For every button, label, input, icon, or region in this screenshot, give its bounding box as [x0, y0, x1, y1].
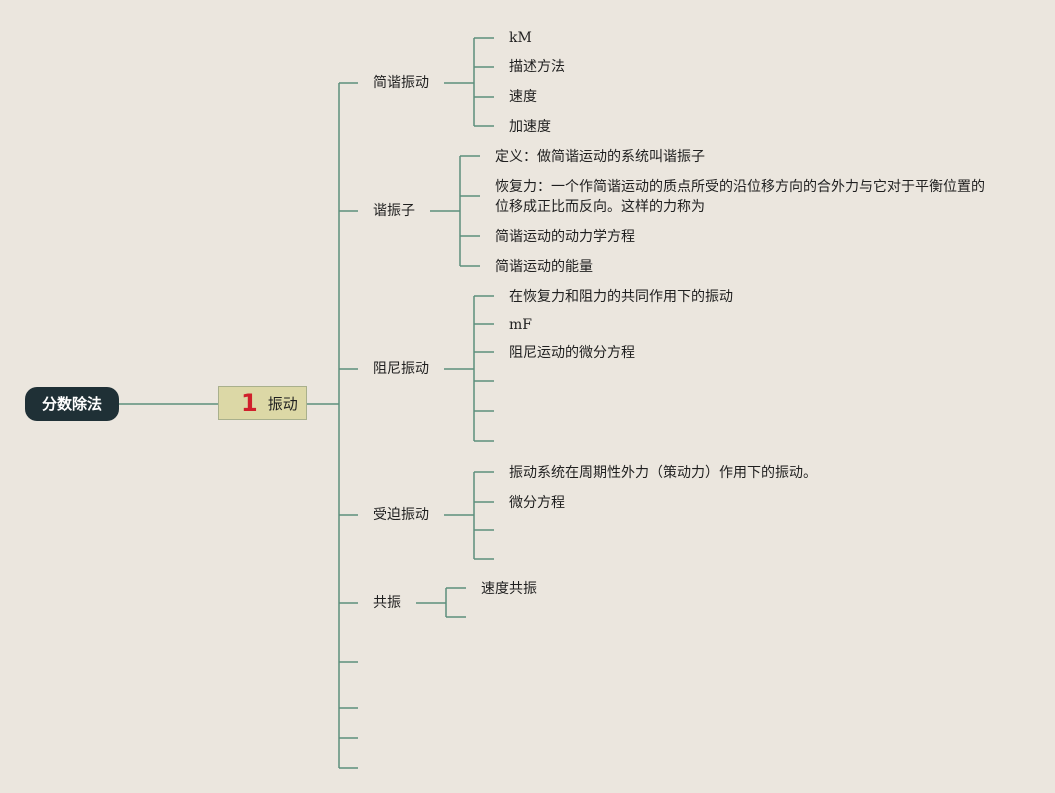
leaf-energy[interactable]: 简谐运动的能量 [495, 259, 593, 275]
branch-resonance[interactable]: 共振 [373, 595, 401, 611]
branch-simple-harmonic[interactable]: 简谐振动 [373, 75, 429, 91]
leaf-acceleration[interactable]: 加速度 [509, 119, 551, 135]
leaf-mf[interactable]: mF [509, 317, 532, 333]
leaf-dynamic-equation[interactable]: 简谐运动的动力学方程 [495, 229, 635, 245]
leaf-km[interactable]: kM [509, 30, 532, 46]
branch-damped-vibration[interactable]: 阻尼振动 [373, 361, 429, 377]
leaf-velocity[interactable]: 速度 [509, 89, 537, 105]
branch-forced-vibration[interactable]: 受迫振动 [373, 507, 429, 523]
leaf-definition[interactable]: 定义：做简谐运动的系统叫谐振子 [495, 149, 705, 165]
branch-harmonic-oscillator[interactable]: 谐振子 [373, 203, 415, 219]
leaf-forced-definition[interactable]: 振动系统在周期性外力（策动力）作用下的振动。 [509, 465, 817, 481]
leaf-description-method[interactable]: 描述方法 [509, 59, 565, 75]
leaf-velocity-resonance[interactable]: 速度共振 [481, 581, 537, 597]
leaf-damped-definition[interactable]: 在恢复力和阻力的共同作用下的振动 [509, 289, 733, 305]
leaf-damped-differential-equation[interactable]: 阻尼运动的微分方程 [509, 345, 635, 361]
main-topic-label: 振动 [267, 394, 298, 413]
root-topic[interactable]: 分数除法 [25, 387, 119, 421]
leaf-forced-differential-equation[interactable]: 微分方程 [509, 495, 565, 511]
leaf-restoring-force[interactable]: 恢复力：一个作简谐运动的质点所受的沿位移方向的合外力与它对于平衡位置的位移成正比… [495, 179, 985, 215]
main-topic[interactable]: 1 振动 [218, 386, 307, 420]
topic-number-badge: 1 [241, 389, 258, 417]
